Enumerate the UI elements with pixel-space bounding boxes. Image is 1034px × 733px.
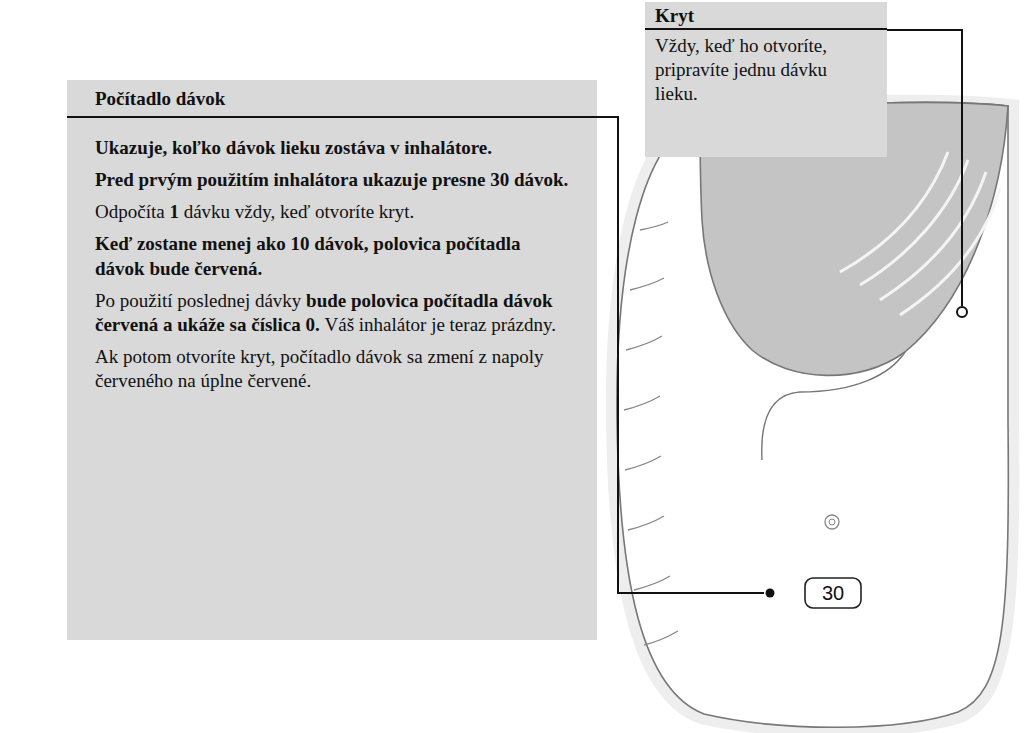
paragraph: Ak potom otvoríte kryt, počítadlo dávok … (95, 345, 569, 393)
paragraph: Odpočíta1dávku vždy, keď otvoríte kryt. (95, 200, 569, 224)
body-text: Odpočíta (95, 201, 165, 222)
inhaler-halo (606, 95, 1019, 733)
grip-ridges (624, 222, 678, 645)
callout-heading: Počítadlo dávok (67, 80, 597, 118)
paragraph: Po použití poslednej dávkybude polovica … (95, 289, 569, 337)
callout-box: KrytVždy, keď ho otvoríte, pripravíte je… (645, 2, 887, 157)
bold-text: 1 (169, 201, 179, 222)
body-text: Ak potom otvoríte kryt, počítadlo dávok … (95, 346, 544, 391)
callout-body: Vždy, keď ho otvoríte, pripravíte jednu … (645, 30, 887, 124)
body-text: Po použití poslednej dávky (95, 290, 301, 311)
leader-line (597, 117, 764, 593)
body-text: dávku vždy, keď otvoríte kryt. (184, 201, 415, 222)
leader-dot (957, 307, 967, 317)
vent-hole (825, 515, 839, 529)
leader-line (887, 30, 962, 306)
body-text: Vždy, keď ho otvoríte, pripravíte jednu … (655, 35, 827, 104)
paragraph: Keď zostane menej ako 10 dávok, polovica… (95, 232, 569, 280)
bold-text: Keď zostane menej ako 10 dávok, polovica… (95, 233, 521, 278)
leader-dot (766, 589, 775, 598)
paragraph: Vždy, keď ho otvoríte, pripravíte jednu … (655, 34, 835, 106)
callout-body: Ukazuje, koľko dávok lieku zostáva v inh… (67, 118, 597, 411)
callout-heading: Kryt (645, 2, 887, 30)
bold-text: Pred prvým použitím inhalátora ukazuje p… (95, 169, 568, 190)
callout-box: Počítadlo dávokUkazuje, koľko dávok liek… (67, 80, 597, 640)
bold-text: Ukazuje, koľko dávok lieku zostáva v inh… (95, 137, 492, 158)
cover-ridges (840, 152, 1000, 315)
inhaler-body (617, 102, 1008, 727)
paragraph: Pred prvým použitím inhalátora ukazuje p… (95, 168, 569, 192)
paragraph: Ukazuje, koľko dávok lieku zostáva v inh… (95, 136, 569, 160)
cover-edge (762, 352, 905, 460)
counter-window (805, 578, 861, 608)
body-text: Váš inhalátor je teraz prázdny. (325, 314, 556, 335)
vent-hole (829, 519, 835, 525)
counter-number: 30 (822, 583, 844, 603)
